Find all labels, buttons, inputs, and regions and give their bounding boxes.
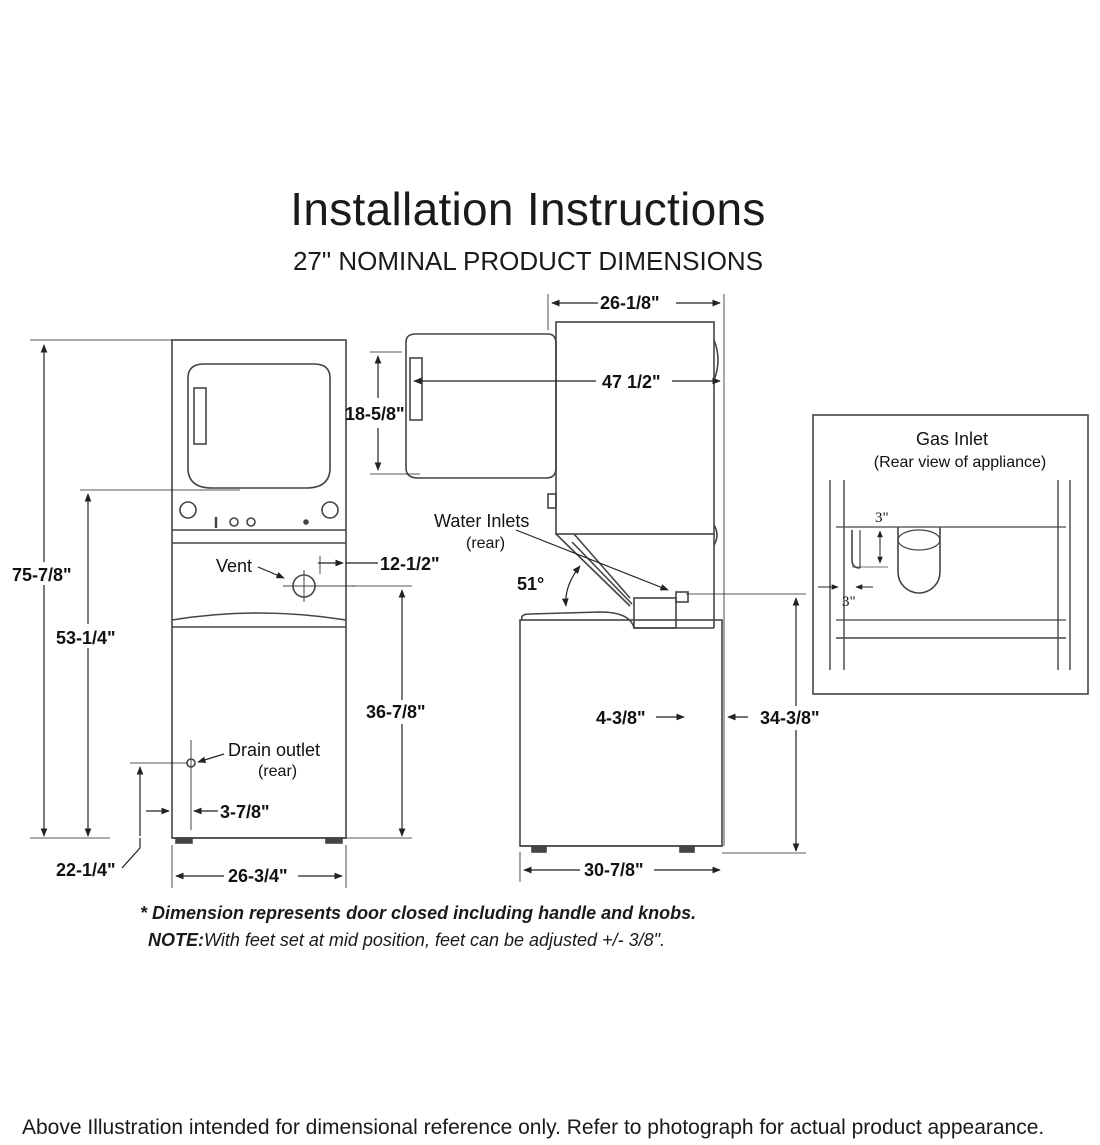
- gas-inlet-title: Gas Inlet: [916, 429, 988, 449]
- door-handle: [409, 357, 423, 421]
- dim-lid-angle: 51°: [517, 574, 544, 594]
- drain-label: Drain outlet: [228, 740, 320, 760]
- page-title: Installation Instructions: [290, 183, 766, 235]
- dryer-door-open: [405, 333, 557, 479]
- dim-inlet-height: 34-3/8": [760, 708, 820, 728]
- dim-door-open-depth: 47 1/2": [602, 372, 661, 392]
- water-inlets-label: Water Inlets: [434, 511, 529, 531]
- dim-inlet-offset: 4-3/8": [596, 708, 646, 728]
- note-label: NOTE:: [148, 930, 204, 950]
- dim-vent-offset: 12-1/2": [380, 554, 440, 574]
- dim-top-unit-height: 53-1/4": [56, 628, 116, 648]
- note-text: With feet set at mid position, feet can …: [204, 930, 665, 950]
- knob-left: [179, 501, 197, 519]
- gas-inlet-frame: [812, 414, 1089, 695]
- front-view: [171, 339, 355, 844]
- dim-front-width: 26-3/4": [228, 866, 288, 886]
- washer-body: [519, 619, 723, 847]
- knob-right: [321, 501, 339, 519]
- dim-drain-offset: 3-7/8": [220, 802, 270, 822]
- dim-base-depth: 30-7/8": [584, 860, 644, 880]
- inlet-block: [633, 597, 677, 629]
- dim-door-height: 18-5/8": [345, 404, 405, 424]
- gas-dim-horizontal: 3": [842, 594, 856, 610]
- note-feet: NOTE:With feet set at mid position, feet…: [148, 930, 665, 951]
- dryer-body: [555, 321, 715, 535]
- drain-sublabel: (rear): [258, 763, 297, 780]
- side-view: [405, 321, 723, 853]
- dim-total-height: 75-7/8": [12, 565, 72, 585]
- water-inlets-sublabel: (rear): [466, 535, 505, 552]
- dim-vent-height: 36-7/8": [366, 702, 426, 722]
- dim-top-depth: 26-1/8": [600, 293, 660, 313]
- gas-inlet-inset: [812, 414, 1089, 695]
- dim-drain-height: 22-1/4": [56, 860, 116, 880]
- gas-inlet-subtitle: (Rear view of appliance): [874, 454, 1047, 471]
- dryer-handle: [193, 387, 207, 445]
- gas-pipe: [851, 530, 861, 569]
- page-subtitle: 27" NOMINAL PRODUCT DIMENSIONS: [292, 246, 764, 276]
- footer-disclaimer: Above Illustration intended for dimensio…: [22, 1116, 1045, 1139]
- dryer-door: [187, 363, 331, 489]
- vent-label: Vent: [216, 556, 252, 576]
- gas-dim-vertical: 3": [875, 510, 889, 526]
- note-dimension: * Dimension represents door closed inclu…: [140, 903, 697, 923]
